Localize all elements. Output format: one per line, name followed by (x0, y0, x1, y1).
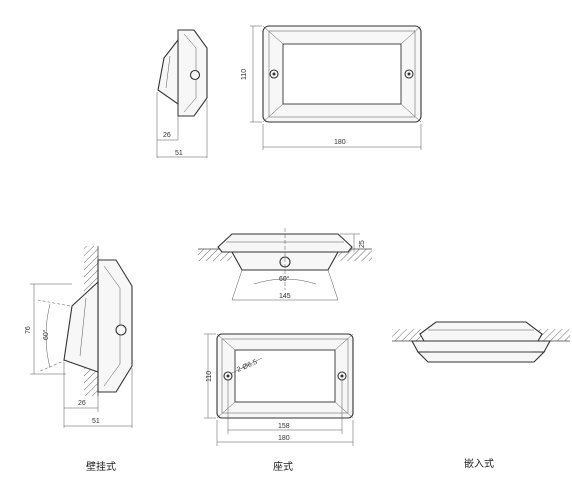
dim-depth-total: 51 (175, 150, 183, 157)
dim-depth-small: 26 (78, 400, 86, 407)
wall-mount-view: 60° 76 26 51 (25, 246, 133, 428)
embedded-view (392, 321, 570, 363)
screw-icon (189, 69, 201, 81)
dim-angle: 60° (279, 275, 290, 283)
front-view-top: 110 180 (241, 25, 422, 150)
dim-height: 25 (359, 240, 366, 248)
dim-angle: 60° (42, 329, 50, 340)
dim-depth-small: 26 (163, 132, 171, 139)
dim-height: 110 (206, 371, 213, 382)
dim-width: 145 (279, 293, 291, 300)
dim-outer-width: 180 (278, 435, 290, 442)
caption-wall-mount: 壁挂式 (86, 460, 116, 473)
side-view-top: 26 51 (156, 29, 208, 158)
dim-inner-width: 158 (278, 423, 290, 430)
caption-embedded: 嵌入式 (464, 457, 494, 470)
dim-width: 180 (334, 139, 346, 146)
dim-height: 76 (25, 326, 32, 334)
dim-height: 110 (241, 69, 248, 80)
dim-depth-total: 51 (92, 418, 100, 425)
base-front-view: 2-Ø6.5 110 158 180 (204, 333, 354, 446)
caption-base-mount: 座式 (273, 460, 293, 473)
base-mount-view: 60° 145 25 (198, 228, 372, 301)
screw-icon (115, 324, 127, 336)
